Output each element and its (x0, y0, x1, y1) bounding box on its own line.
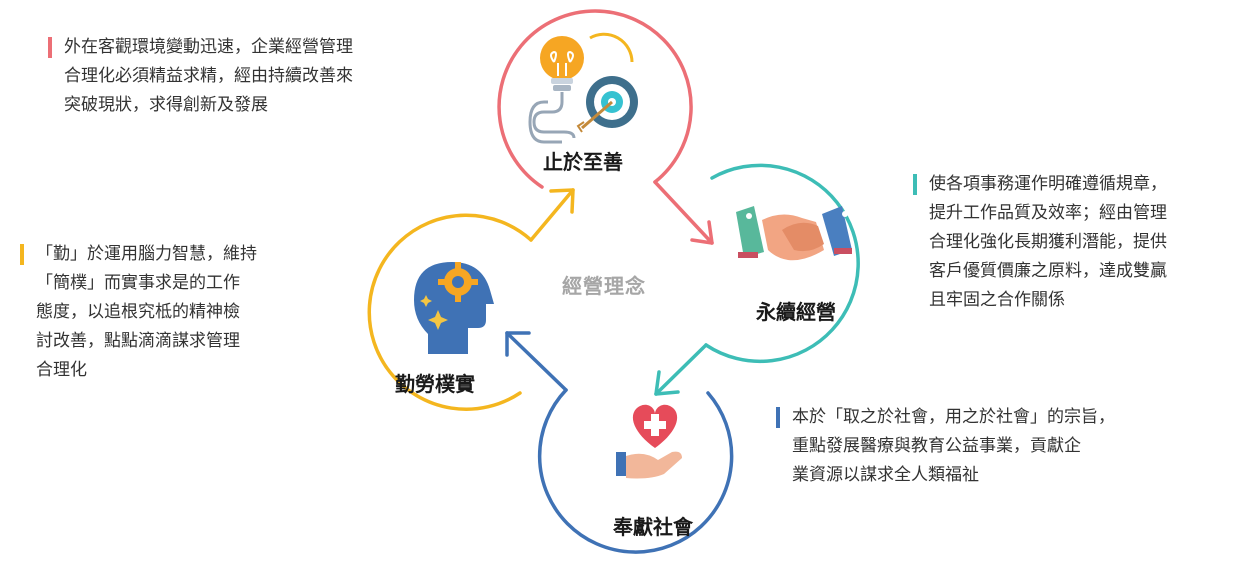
description-line: 態度，以追根究柢的精神檢 (36, 302, 240, 322)
description-line: 客戶優質價廉之原料，達成雙贏 (929, 261, 1167, 281)
bottom-node-ring (537, 388, 734, 554)
head-gear-icon (414, 262, 494, 354)
description-line: 「簡樸」而實事求是的工作 (36, 273, 240, 293)
description-line: 突破現狀，求得創新及發展 (64, 95, 268, 115)
node-label-bottom: 奉獻社會 (613, 515, 693, 539)
description-bottom: 本於「取之於社會，用之於社會」的宗旨， 重點發展醫療與教育公益事業，貢獻企 業資… (776, 403, 1115, 490)
accent-bar (913, 174, 917, 195)
accent-bar (776, 407, 780, 428)
description-line: 且牢固之合作關係 (929, 290, 1065, 310)
description-left: 「勤」於運用腦力智慧，維持 「簡樸」而實事求是的工作 態度，以追根究柢的精神檢 … (20, 240, 257, 385)
handshake-icon (736, 206, 852, 261)
accent-bar (48, 37, 52, 58)
description-line: 外在客觀環境變動迅速，企業經營管理 (64, 37, 353, 57)
top-node-ring (497, 9, 693, 189)
description-line: 合理化必須精益求精，經由持續改善來 (64, 66, 353, 86)
description-line: 提升工作品質及效率；經由管理 (929, 203, 1167, 223)
heart-hand-icon (616, 404, 682, 479)
node-label-right: 永續經營 (756, 300, 836, 324)
arrow-left-to-top (529, 188, 575, 242)
right-node-ring (704, 163, 860, 364)
description-line: 討改善，點點滴滴謀求管理 (36, 331, 240, 351)
description-line: 「勤」於運用腦力智慧，維持 (36, 244, 257, 264)
description-line: 使各項事務運作明確遵循規章， (929, 174, 1167, 194)
description-top: 外在客觀環境變動迅速，企業經營管理 合理化必須精益求精，經由持續改善來 突破現狀… (48, 33, 353, 120)
node-label-left: 勤勞樸實 (395, 372, 475, 396)
accent-bar (20, 244, 24, 265)
description-line: 合理化 (36, 360, 87, 380)
description-line: 業資源以謀求全人類福祉 (792, 465, 979, 485)
lightbulb-target-icon (528, 32, 638, 144)
description-line: 合理化強化長期獲利潛能，提供 (929, 232, 1167, 252)
description-line: 本於「取之於社會，用之於社會」的宗旨， (792, 407, 1115, 427)
arrow-top-to-right (653, 180, 714, 245)
node-label-top: 止於至善 (543, 150, 623, 174)
arrow-bottom-to-left (505, 331, 568, 392)
arrow-right-to-bottom (654, 343, 708, 396)
description-right: 使各項事務運作明確遵循規章， 提升工作品質及效率；經由管理 合理化強化長期獲利潛… (913, 170, 1167, 315)
left-node-ring (367, 213, 533, 411)
center-title: 經營理念 (562, 274, 646, 298)
description-line: 重點發展醫療與教育公益事業，貢獻企 (792, 436, 1081, 456)
